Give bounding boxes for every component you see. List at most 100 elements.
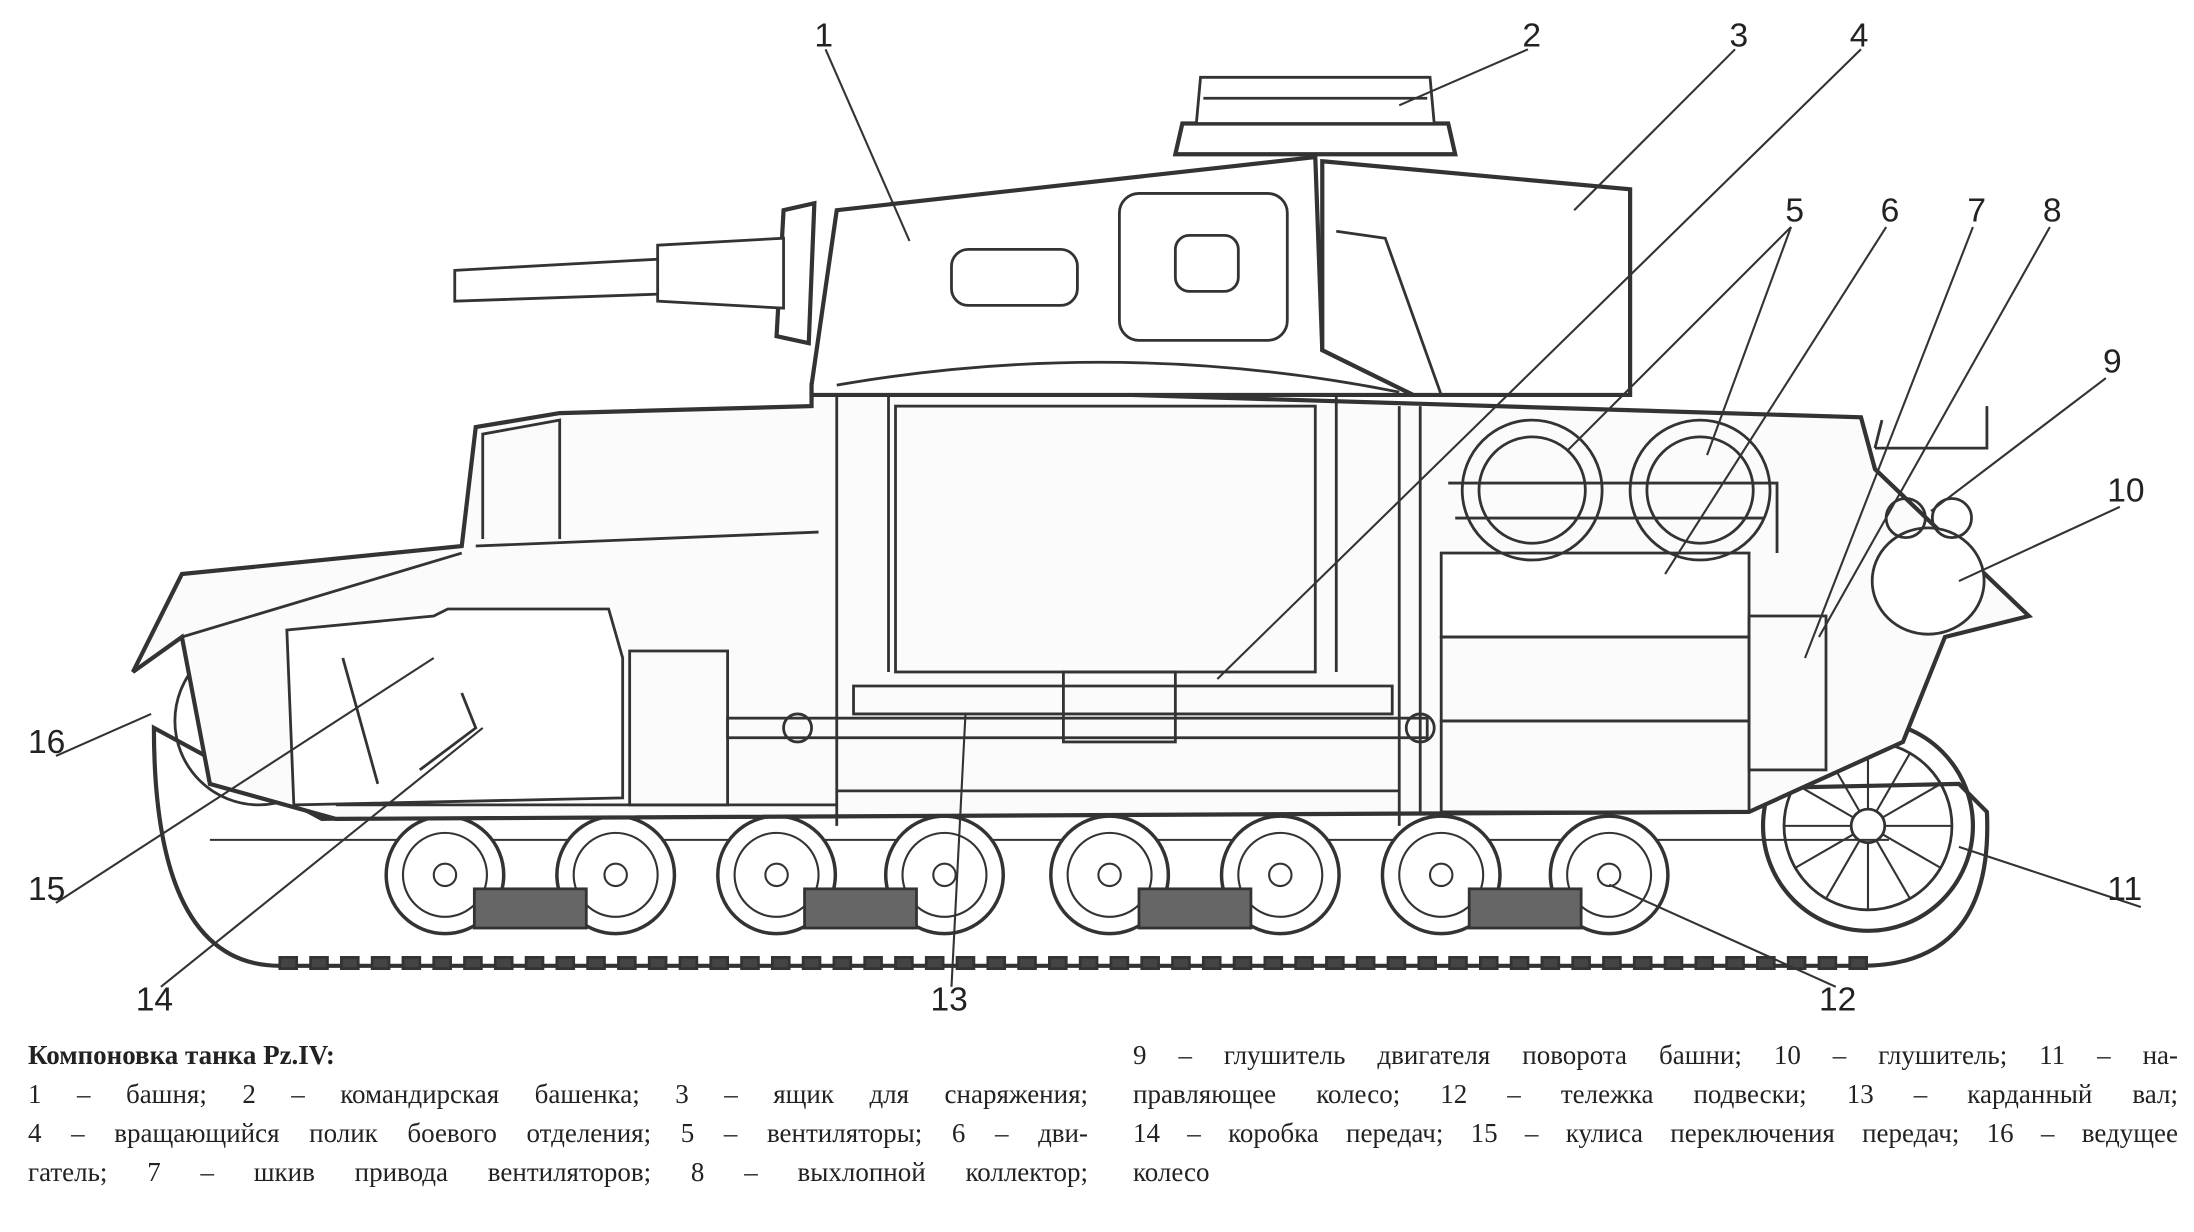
road-wheel xyxy=(733,831,820,918)
track-link xyxy=(1171,956,1191,971)
callout-10: 10 xyxy=(2107,472,2144,509)
road-wheel xyxy=(401,831,488,918)
track-link xyxy=(709,956,730,971)
track-link xyxy=(1048,956,1068,971)
callout-16: 16 xyxy=(28,724,65,761)
caption-line: 9 – глушитель двигателя поворота башни; … xyxy=(1133,1040,2178,1070)
track-link xyxy=(617,956,637,971)
track-link xyxy=(1725,956,1745,971)
road-wheel xyxy=(1097,862,1122,888)
callout-8: 8 xyxy=(2043,192,2062,229)
track-link xyxy=(801,956,822,971)
callout-2: 2 xyxy=(1522,18,1541,55)
track-link xyxy=(986,956,1007,971)
road-wheel xyxy=(1596,862,1622,888)
caption-title: Компоновка танка Pz.IV: xyxy=(28,1040,335,1070)
main-gun xyxy=(453,200,817,346)
track-link xyxy=(1017,956,1037,971)
road-wheel xyxy=(603,862,628,888)
track-link xyxy=(1294,956,1314,971)
track-link xyxy=(1817,956,1838,971)
caption-line: гатель; 7 – шкив привода вентиляторов; 8… xyxy=(28,1157,1088,1187)
track-link xyxy=(1663,956,1684,971)
callout-7: 7 xyxy=(1967,192,1986,229)
track-link xyxy=(1263,956,1284,971)
track-link xyxy=(1140,956,1160,971)
idler-spoke xyxy=(1794,833,1854,869)
track-link xyxy=(401,956,422,971)
track-link xyxy=(555,956,576,971)
caption-right-column: 9 – глушитель двигателя поворота башни; … xyxy=(1133,1036,2178,1192)
track-link xyxy=(432,956,452,971)
track-link xyxy=(1509,956,1530,971)
leaf-spring xyxy=(472,887,588,930)
callout-13: 13 xyxy=(930,982,967,1019)
callout-5: 5 xyxy=(1785,192,1804,229)
track-link xyxy=(863,956,883,971)
caption-left-column: Компоновка танка Pz.IV: 1 – башня; 2 – к… xyxy=(28,1036,1088,1192)
track-link xyxy=(1848,956,1868,971)
leaf-spring xyxy=(1137,887,1253,930)
track-link xyxy=(1078,956,1099,971)
track-link xyxy=(493,956,514,971)
road-wheel xyxy=(1268,862,1293,888)
road-wheel xyxy=(932,862,957,888)
idler-spoke xyxy=(1881,782,1942,819)
idler-spoke xyxy=(1875,839,1911,900)
road-wheel xyxy=(1566,831,1653,918)
caption-line: 4 – вращающийся полик боевого отделения;… xyxy=(28,1118,1088,1148)
track-link xyxy=(1325,956,1345,971)
turret-basket-floor xyxy=(852,357,1394,744)
commander-cupola xyxy=(1172,75,1458,157)
propeller-shaft xyxy=(726,712,1436,744)
track-link xyxy=(1694,956,1715,971)
road-wheel xyxy=(572,831,659,918)
road-wheel xyxy=(1428,862,1454,888)
stowage-box xyxy=(1320,158,1633,398)
road-wheel xyxy=(432,862,458,888)
callout-15: 15 xyxy=(28,871,65,908)
callout-3: 3 xyxy=(1729,18,1748,55)
track-link xyxy=(370,956,391,971)
track-link xyxy=(1448,956,1468,971)
track-link xyxy=(309,956,329,971)
callout-14: 14 xyxy=(136,982,173,1019)
idler-spoke xyxy=(1881,833,1942,869)
leaf-spring xyxy=(803,887,918,930)
track-link xyxy=(524,956,545,971)
callout-6: 6 xyxy=(1881,192,1900,229)
track-link xyxy=(1571,956,1591,971)
track-link xyxy=(586,956,606,971)
leader-lines xyxy=(55,48,2142,988)
track-link xyxy=(1355,956,1376,971)
road-wheel xyxy=(1237,831,1324,918)
caption-line: колесо xyxy=(1133,1157,1210,1187)
callout-12: 12 xyxy=(1819,982,1856,1019)
callout-1: 1 xyxy=(814,18,833,55)
track-link xyxy=(1632,956,1653,971)
track-link xyxy=(1232,956,1253,971)
track-link xyxy=(894,956,914,971)
track-link xyxy=(1756,956,1776,971)
track-link xyxy=(1386,956,1407,971)
caption-line: 1 – башня; 2 – командирская башенка; 3 –… xyxy=(28,1079,1088,1109)
road-wheel xyxy=(1066,831,1153,918)
track-link xyxy=(832,956,853,971)
callout-9: 9 xyxy=(2103,344,2122,381)
caption-line: правляющее колесо; 12 – тележка подвески… xyxy=(1133,1079,2178,1109)
callout-4: 4 xyxy=(1850,18,1869,55)
track-link xyxy=(1478,956,1499,971)
idler-spoke xyxy=(1875,752,1911,812)
track-link xyxy=(278,956,299,971)
track-link xyxy=(1602,956,1622,971)
leaf-spring xyxy=(1467,887,1583,930)
callout-11: 11 xyxy=(2107,871,2142,908)
track-link xyxy=(770,956,791,971)
road-wheel xyxy=(1398,831,1485,918)
caption-line: 14 – коробка передач; 15 – кулиса перекл… xyxy=(1133,1118,2178,1148)
turret xyxy=(809,154,1415,398)
track-link xyxy=(647,956,668,971)
road-wheel xyxy=(764,862,789,888)
idler-spoke xyxy=(1825,839,1861,900)
